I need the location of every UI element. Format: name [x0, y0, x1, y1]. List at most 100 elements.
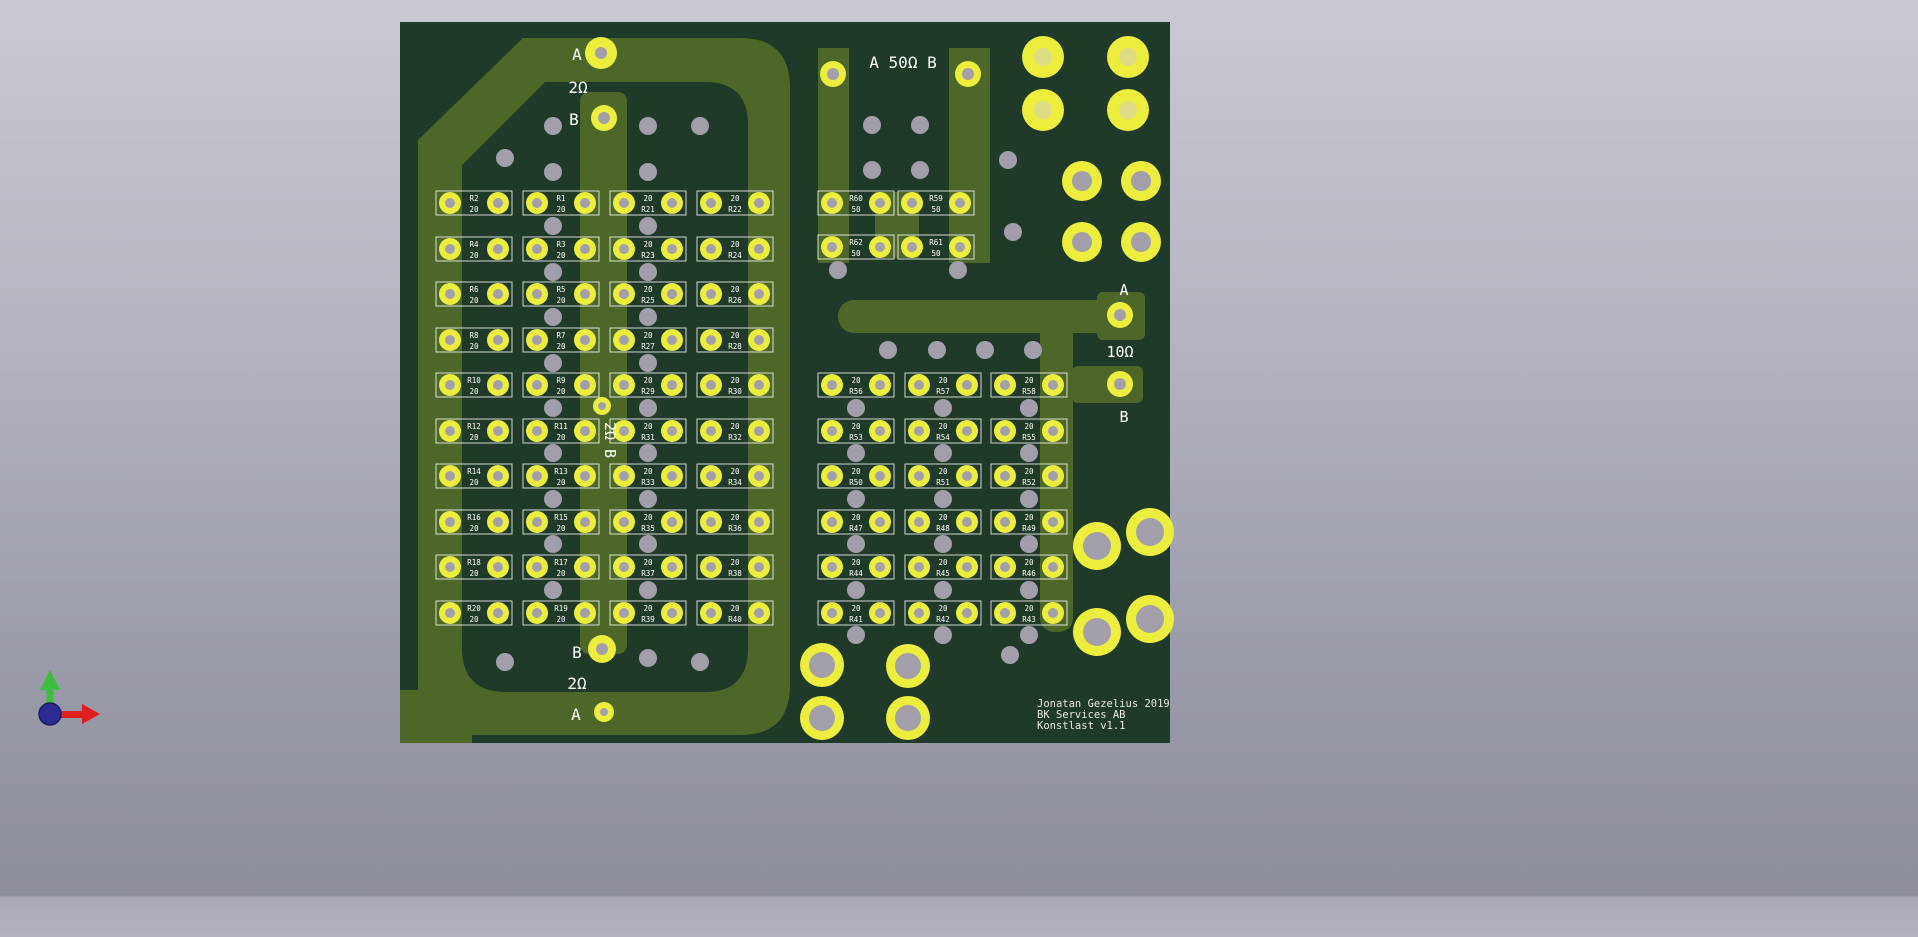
silkscreen-outline — [696, 236, 774, 262]
silkscreen-outline — [435, 509, 513, 535]
pad-hole-icon — [1114, 309, 1126, 321]
pad-hole-icon — [914, 471, 924, 481]
pad-hole-icon — [706, 198, 716, 208]
pad-hole-icon — [445, 198, 455, 208]
resistor-label-line1: 20 — [643, 422, 653, 431]
silkscreen-label: B — [569, 110, 579, 129]
resistor-label-line1: R16 — [467, 513, 481, 522]
silkscreen-outline — [609, 281, 687, 307]
via — [976, 341, 994, 359]
pad-hole-icon — [1131, 232, 1151, 252]
resistor-label-line1: 20 — [1024, 558, 1034, 567]
via — [639, 308, 657, 326]
pad-hole-icon — [706, 380, 716, 390]
pad-hole-icon — [445, 562, 455, 572]
resistor-label-line1: R11 — [554, 422, 568, 431]
pad-hole-icon — [667, 198, 677, 208]
pad-hole-icon — [1136, 518, 1164, 546]
via — [639, 263, 657, 281]
resistor-label-line1: R14 — [467, 467, 481, 476]
resistor-label-line1: 20 — [730, 285, 740, 294]
resistor-label-line2: 20 — [469, 524, 479, 533]
via — [544, 490, 562, 508]
pad-hole-icon — [706, 608, 716, 618]
pad-hole-icon — [1119, 48, 1137, 66]
resistor-label-line1: 20 — [643, 285, 653, 294]
silkscreen-outline — [522, 190, 600, 216]
resistor-label-line1: R15 — [554, 513, 568, 522]
resistor-label-line1: R6 — [469, 285, 479, 294]
credits-block: Jonatan Gezelius 2019 BK Services AB Kon… — [1037, 698, 1170, 732]
resistor-label-line2: R26 — [728, 296, 742, 305]
pad-hole-icon — [532, 471, 542, 481]
silkscreen-label: B — [572, 643, 582, 662]
resistor-label-line2: R37 — [641, 569, 655, 578]
pad-hole-icon — [1083, 532, 1111, 560]
via — [934, 444, 952, 462]
pad-hole-icon — [1000, 517, 1010, 527]
resistor-label-line2: R58 — [1022, 387, 1036, 396]
resistor-label-line2: R54 — [936, 433, 950, 442]
silkscreen-outline — [435, 372, 513, 398]
pad-hole-icon — [827, 608, 837, 618]
pad-hole-icon — [493, 471, 503, 481]
pad-hole-icon — [580, 335, 590, 345]
silkscreen-outline — [609, 190, 687, 216]
pad-hole-icon — [875, 380, 885, 390]
resistor-label-line1: 20 — [938, 604, 948, 613]
resistor-label-line1: 20 — [938, 467, 948, 476]
via — [847, 444, 865, 462]
via — [911, 161, 929, 179]
resistor-label-line2: 20 — [556, 569, 566, 578]
resistor-label-line2: R30 — [728, 387, 742, 396]
resistor-label-line1: 20 — [1024, 467, 1034, 476]
pad-hole-icon — [706, 244, 716, 254]
pad-hole-icon — [619, 244, 629, 254]
silkscreen-label: A — [1119, 281, 1128, 299]
pad-hole-icon — [875, 562, 885, 572]
resistor-label-line2: R34 — [728, 478, 742, 487]
resistor-label-line2: 20 — [556, 387, 566, 396]
resistor-footprints: R220R420R620R820R1020R1220R1420R1620R182… — [435, 190, 1068, 626]
pad-hole-icon — [532, 426, 542, 436]
via — [544, 535, 562, 553]
resistor-label-line2: R43 — [1022, 615, 1036, 624]
pad-hole-icon — [445, 608, 455, 618]
pad-hole-icon — [600, 708, 608, 716]
pad-hole-icon — [580, 517, 590, 527]
resistor-label-line1: R62 — [849, 238, 863, 247]
silkscreen-outline — [609, 236, 687, 262]
resistor-label-line1: 20 — [851, 376, 861, 385]
resistor-label-line1: 20 — [643, 558, 653, 567]
pad-hole-icon — [955, 198, 965, 208]
pad-hole-icon — [962, 380, 972, 390]
resistor-label-line2: R47 — [849, 524, 863, 533]
resistor-label-line2: 20 — [469, 342, 479, 351]
pad-hole-icon — [445, 244, 455, 254]
pad-hole-icon — [1048, 426, 1058, 436]
resistor-label-line2: R25 — [641, 296, 655, 305]
resistor-label-line1: R4 — [469, 240, 479, 249]
pad-hole-icon — [667, 608, 677, 618]
pad-hole-icon — [875, 471, 885, 481]
resistor-label-line2: R21 — [641, 205, 655, 214]
via — [544, 354, 562, 372]
via — [639, 399, 657, 417]
resistor-label-line2: R27 — [641, 342, 655, 351]
pad-hole-icon — [532, 562, 542, 572]
via — [639, 581, 657, 599]
resistor-label-line1: 20 — [643, 376, 653, 385]
resistor-label-line2: R24 — [728, 251, 742, 260]
resistor-label-line1: 20 — [730, 376, 740, 385]
silkscreen-outline — [435, 236, 513, 262]
